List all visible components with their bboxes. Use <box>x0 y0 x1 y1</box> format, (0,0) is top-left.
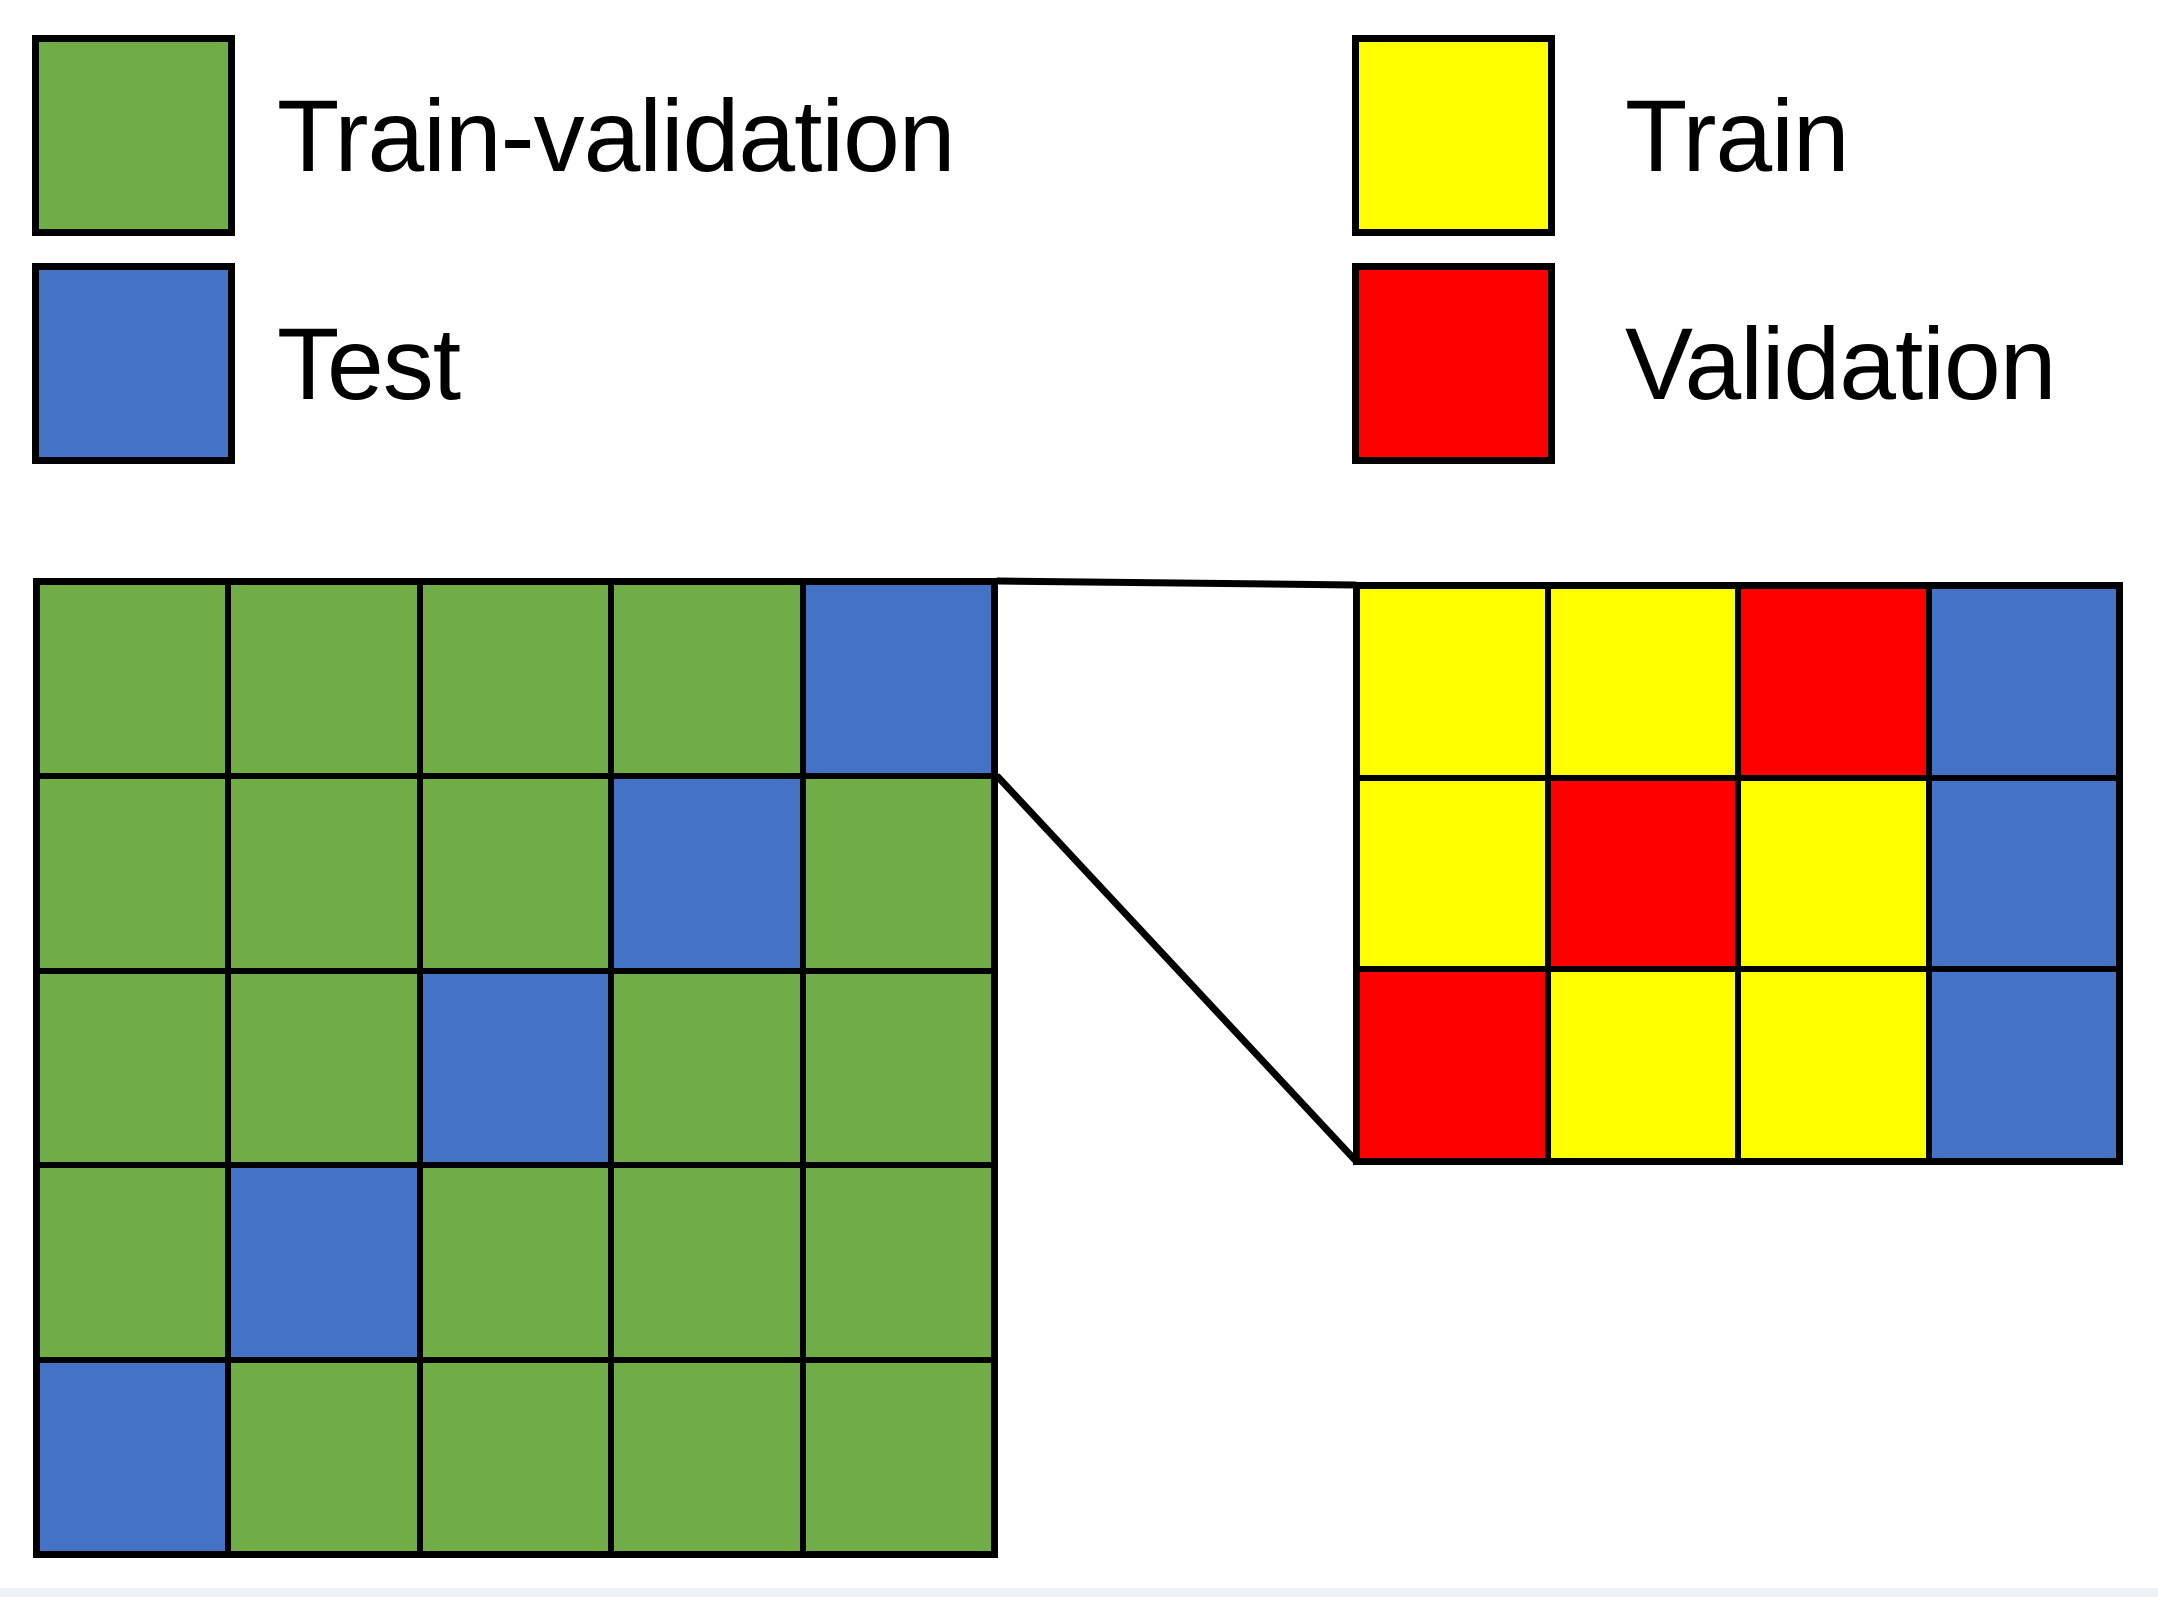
inner-grid-cell-r2-c3-train <box>1741 780 1926 967</box>
inner-grid-cell-r1-c4-test <box>1931 589 2116 775</box>
legend-item-test: Test <box>32 263 461 464</box>
test-swatch <box>32 263 235 464</box>
outer-grid-cell-r3-c3-test <box>422 973 609 1163</box>
outer-grid-cell-r3-c1-train_validation <box>40 973 226 1163</box>
inner-grid-cell-r1-c3-validation <box>1741 589 1926 775</box>
inner-grid-cell-r2-c1-train <box>1360 780 1545 967</box>
outer-grid-cell-r3-c4-train_validation <box>614 973 800 1163</box>
outer-grid-cell-r5-c1-test <box>40 1362 226 1551</box>
outer-grid-cell-r2-c4-test <box>614 779 800 968</box>
inner-grid-cell-r2-c4-test <box>1931 780 2116 967</box>
outer-grid-cell-r2-c5-train_validation <box>805 779 991 968</box>
bottom-edge-strip <box>0 1588 2158 1597</box>
test-label: Test <box>277 306 461 421</box>
outer-grid-cell-r5-c5-train_validation <box>805 1362 991 1551</box>
inner-grid-cell-r3-c4-test <box>1931 972 2116 1158</box>
outer-grid-cell-r5-c4-train_validation <box>614 1362 800 1551</box>
zoom-connector-diagonal-line <box>994 773 1359 1164</box>
outer-grid-cell-r4-c4-train_validation <box>614 1168 800 1357</box>
inner-grid-cell-r3-c2-train <box>1550 972 1735 1158</box>
validation-label: Validation <box>1625 306 2056 421</box>
outer-grid-cell-r2-c1-train_validation <box>40 779 226 968</box>
validation-swatch <box>1352 263 1555 464</box>
train-label: Train <box>1625 78 1850 193</box>
inner-grid-cell-r1-c2-train <box>1550 589 1735 775</box>
outer-grid-cell-r3-c5-train_validation <box>805 973 991 1163</box>
outer-grid-cell-r1-c5-test <box>805 585 991 774</box>
zoom-connector-top-line <box>994 577 1359 589</box>
outer-grid-cell-r4-c3-train_validation <box>422 1168 609 1357</box>
outer-grid <box>33 578 998 1558</box>
inner-grid <box>1353 582 2123 1165</box>
outer-grid-cell-r4-c1-train_validation <box>40 1168 226 1357</box>
outer-grid-cell-r3-c2-train_validation <box>231 973 417 1163</box>
outer-grid-cell-r1-c2-train_validation <box>231 585 417 774</box>
train-swatch <box>1352 35 1555 236</box>
outer-grid-cell-r1-c3-train_validation <box>422 585 609 774</box>
legend-item-validation: Validation <box>1352 263 2056 464</box>
legend-item-train: Train <box>1352 35 1850 236</box>
outer-grid-cell-r1-c1-train_validation <box>40 585 226 774</box>
legend-item-train-validation: Train-validation <box>32 35 956 236</box>
outer-grid-cell-r4-c2-test <box>231 1168 417 1357</box>
inner-grid-cell-r2-c2-validation <box>1550 780 1735 967</box>
outer-grid-cell-r4-c5-train_validation <box>805 1168 991 1357</box>
inner-grid-cell-r3-c3-train <box>1741 972 1926 1158</box>
train-validation-swatch <box>32 35 235 236</box>
outer-grid-cell-r5-c2-train_validation <box>231 1362 417 1551</box>
outer-grid-cell-r1-c4-train_validation <box>614 585 800 774</box>
train-validation-label: Train-validation <box>277 78 956 193</box>
outer-grid-cell-r2-c2-train_validation <box>231 779 417 968</box>
outer-grid-cell-r5-c3-train_validation <box>422 1362 609 1551</box>
inner-grid-cell-r1-c1-train <box>1360 589 1545 775</box>
outer-grid-cell-r2-c3-train_validation <box>422 779 609 968</box>
inner-grid-cell-r3-c1-validation <box>1360 972 1545 1158</box>
